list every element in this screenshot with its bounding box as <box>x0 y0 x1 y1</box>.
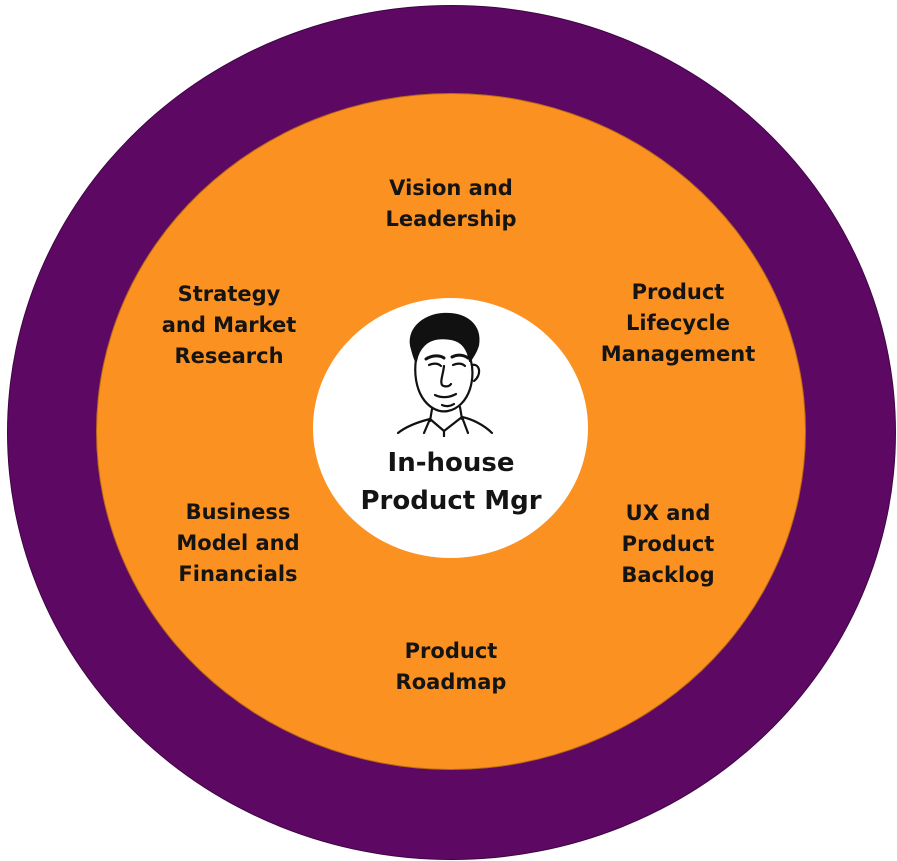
topic-ux-product-backlog: UX and Product Backlog <box>621 501 715 587</box>
topic-vision-leadership: Vision and Leadership <box>385 176 517 231</box>
topic-strategy-market-research: Strategy and Market Research <box>161 282 297 368</box>
person-sketch-icon <box>396 312 494 437</box>
center-circle <box>313 298 588 558</box>
center-title: In-house Product Mgr <box>360 448 542 516</box>
topic-product-lifecycle-management: Product Lifecycle Management <box>600 280 756 366</box>
topic-business-model-financials: Business Model and Financials <box>176 500 300 586</box>
topic-product-roadmap: Product Roadmap <box>395 639 507 694</box>
